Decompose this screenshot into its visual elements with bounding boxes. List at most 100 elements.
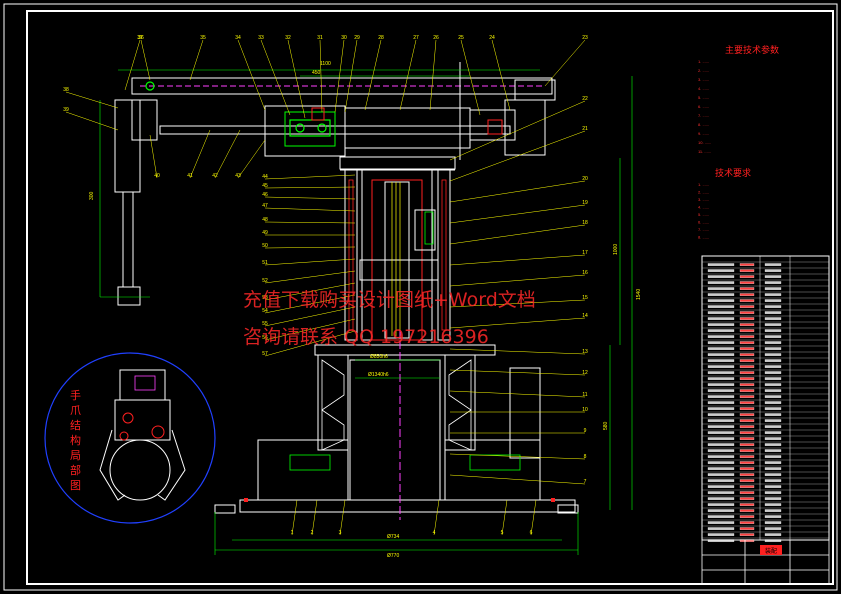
note-line: 10. ......	[698, 140, 711, 145]
note-line: 2. ......	[698, 190, 709, 195]
part-balloon: 25	[458, 35, 464, 41]
part-balloon: 23	[582, 35, 588, 41]
part-balloon: 11	[582, 392, 587, 398]
dim-base-outer: Ø770	[387, 553, 399, 559]
part-balloon: 38	[63, 87, 69, 93]
dim-gripper-height: 300	[89, 191, 95, 200]
part-balloon: 27	[413, 35, 419, 41]
part-balloon: 17	[582, 250, 588, 256]
part-balloon: 31	[317, 35, 323, 41]
title-block-label: 装配	[765, 547, 777, 555]
part-balloon: 46	[262, 192, 268, 198]
part-balloon: 48	[262, 217, 268, 223]
part-balloon: 3	[339, 530, 342, 536]
part-balloon: 19	[582, 200, 588, 206]
note-line: 8. ......	[698, 122, 709, 127]
part-balloon: 21	[582, 126, 588, 132]
part-balloon: 42	[212, 173, 218, 179]
part-balloon: 1	[291, 530, 294, 536]
dim-column-height: 1000	[613, 244, 619, 255]
dim-base-inner: Ø734	[387, 534, 399, 540]
outer-border	[3, 3, 838, 591]
dim-arm-stroke: 450	[312, 70, 321, 76]
part-balloon: 54	[262, 308, 268, 314]
part-balloon: 9	[584, 428, 587, 434]
part-balloon: 45	[262, 183, 268, 189]
part-balloon: 33	[258, 35, 264, 41]
part-balloon: 41	[187, 173, 193, 179]
note-line: 6. ......	[698, 104, 709, 109]
note-line: 9. ......	[698, 131, 709, 136]
dim-total-height: 1540	[636, 289, 642, 300]
tech-req-title: 技术要求	[715, 167, 751, 179]
note-line: 7. ......	[698, 227, 709, 232]
part-balloon: 50	[262, 243, 268, 249]
part-balloon: 30	[341, 35, 347, 41]
part-balloon: 32	[285, 35, 291, 41]
part-balloon: 5	[501, 530, 504, 536]
part-balloon: 44	[262, 174, 268, 180]
drawing-frame	[26, 10, 834, 585]
dim-arm-length: 1100	[320, 61, 331, 67]
part-balloon: 51	[262, 260, 268, 266]
part-balloon: 10	[582, 407, 588, 413]
note-line: 4. ......	[698, 205, 709, 210]
part-balloon: 2	[311, 530, 314, 536]
part-balloon: 22	[582, 96, 588, 102]
part-balloon: 47	[262, 203, 268, 209]
part-balloon: 12	[582, 370, 588, 376]
note-line: 3. ......	[698, 197, 709, 202]
base-housing	[214, 330, 579, 520]
dim-bearing-1: Ø850h6	[370, 354, 388, 360]
part-balloon: 49	[262, 230, 268, 236]
part-balloon: 18	[582, 220, 588, 226]
part-balloon: 7	[584, 479, 587, 485]
dim-base-height: 580	[603, 421, 609, 430]
part-balloon: 16	[582, 270, 588, 276]
part-balloon: 15	[582, 295, 588, 301]
part-balloon: 55	[262, 321, 268, 327]
inset-detail-circle	[44, 352, 216, 524]
watermark-line-2: 咨询请联系 QQ 197216396	[243, 326, 489, 348]
note-line: 5. ......	[698, 212, 709, 217]
note-line: 5. ......	[698, 95, 709, 100]
note-line: 8. ......	[698, 235, 709, 240]
part-balloon: 52	[262, 278, 268, 284]
note-line: 7. ......	[698, 113, 709, 118]
inset-title: 手爪结构局部图	[70, 389, 81, 492]
gripper-detail	[99, 369, 186, 501]
note-line: 1. ......	[698, 59, 709, 64]
note-line: 6. ......	[698, 220, 709, 225]
part-balloon: 56	[262, 335, 268, 341]
part-balloon: 39	[63, 107, 69, 113]
part-balloon: 24	[489, 35, 495, 41]
part-balloon: 28	[378, 35, 384, 41]
part-balloon: 35	[200, 35, 206, 41]
parts-list	[701, 255, 830, 542]
note-line: 3. ......	[698, 77, 709, 82]
gripper-cylinder	[99, 99, 150, 306]
vertical-column	[339, 156, 456, 341]
part-balloon: 6	[530, 530, 533, 536]
part-balloon: 40	[154, 173, 160, 179]
note-line: 2. ......	[698, 68, 709, 73]
title-block-label-box	[760, 545, 782, 555]
dim-bearing-2: Ø1340h6	[368, 372, 389, 378]
part-balloon: 26	[433, 35, 439, 41]
part-balloon: 34	[235, 35, 241, 41]
note-line: 1. ......	[698, 182, 709, 187]
part-balloon: 14	[582, 313, 588, 319]
note-line: 4. ......	[698, 86, 709, 91]
part-balloon: 43	[235, 173, 241, 179]
part-balloon: 4	[433, 530, 436, 536]
part-balloon: 37	[137, 35, 143, 41]
part-balloon: 29	[354, 35, 360, 41]
part-balloon: 8	[584, 454, 587, 460]
tech-params-title: 主要技术参数	[725, 44, 779, 56]
tech-req-lines: 1. ...... 2. ...... 3. ...... 4. ...... 5. .…	[698, 182, 709, 240]
horizontal-arm	[118, 62, 556, 160]
part-balloon: 36	[138, 35, 144, 41]
tech-params-lines: 1. ...... 2. ...... 3. ...... 4. ...... 5. .…	[698, 59, 711, 154]
